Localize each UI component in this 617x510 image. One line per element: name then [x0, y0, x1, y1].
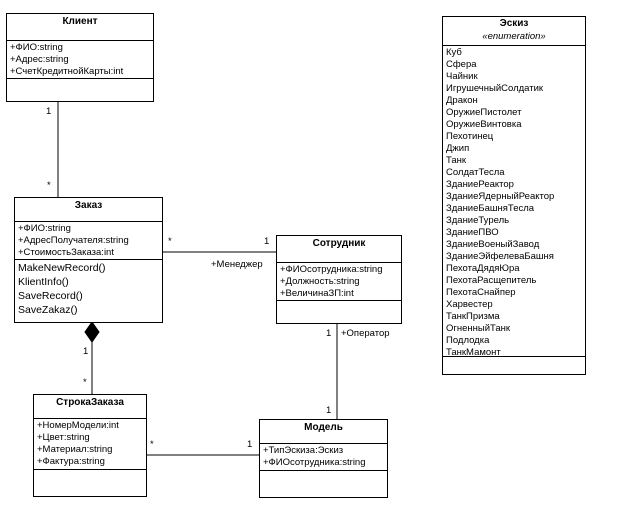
attribute: +ФИО:string — [10, 42, 63, 53]
class-model-operations — [260, 471, 387, 497]
enum-literal: Чайник — [446, 71, 478, 82]
class-sotrudnik[interactable]: Сотрудник +ФИОсотрудника:string +Должнос… — [276, 235, 402, 324]
enum-literal: ЗданиеБашняТесла — [446, 203, 535, 214]
enum-literal: Сфера — [446, 59, 477, 70]
attribute: +ВеличинаЗП:int — [280, 288, 354, 299]
class-klient[interactable]: Клиент +ФИО:string +Адрес:string +СчетКр… — [6, 13, 154, 102]
class-model[interactable]: Модель +ТипЭскиза:Эскиз +ФИОсотрудника:s… — [259, 419, 388, 498]
enum-literal: Подлодка — [446, 335, 490, 346]
attribute: +Цвет:string — [37, 432, 90, 443]
enum-literal: СолдатТесла — [446, 167, 505, 178]
enum-literal: ОгненныйТанк — [446, 323, 511, 334]
class-stroka-zakaza[interactable]: СтрокаЗаказа +НомерМодели:int +Цвет:stri… — [33, 394, 147, 497]
attribute: +ТипЭскиза:Эскиз — [263, 445, 344, 456]
multiplicity-zakaz-sotrudnik-many: * — [168, 236, 172, 247]
attribute: +АдресПолучателя:string — [18, 235, 129, 246]
multiplicity-sotrudnik-model-1b: 1 — [326, 405, 332, 416]
enum-literal: ЗданиеЭйфелеваБашня — [446, 251, 554, 262]
class-eskiz-stereotype: «enumeration» — [482, 31, 546, 42]
role-operator: +Оператор — [341, 328, 390, 339]
class-eskiz-title: Эскиз «enumeration» — [443, 17, 585, 46]
enum-literal: ОружиеПистолет — [446, 107, 522, 118]
attribute: +Фактура:string — [37, 456, 105, 467]
multiplicity-klient-zakaz-1: 1 — [46, 106, 52, 117]
class-zakaz-attributes: +ФИО:string +АдресПолучателя:string +Сто… — [15, 222, 162, 260]
enum-literal: Джип — [446, 143, 470, 154]
multiplicity-klient-zakaz-many: * — [47, 180, 51, 191]
attribute: +ФИОсотрудника:string — [280, 264, 383, 275]
attribute: +ФИОсотрудника:string — [263, 457, 366, 468]
enum-literal: ОружиеВинтовка — [446, 119, 522, 130]
class-stroka-zakaza-attributes: +НомерМодели:int +Цвет:string +Материал:… — [34, 419, 146, 470]
enum-literal: ТанкМамонт — [446, 347, 501, 358]
enum-literal: ЗданиеЯдерныйРеактор — [446, 191, 555, 202]
class-sotrudnik-operations — [277, 301, 401, 323]
class-eskiz-name: Эскиз — [499, 18, 529, 29]
multiplicity-zakaz-sotrudnik-1: 1 — [264, 236, 270, 247]
enum-literal: Танк — [446, 155, 467, 166]
operation: KlientInfo() — [18, 276, 69, 288]
attribute: +СтоимостьЗаказа:int — [18, 247, 114, 258]
enum-literal: ТанкПризма — [446, 311, 500, 322]
operation: SaveZakaz() — [18, 304, 78, 316]
class-zakaz-operations: MakeNewRecord() KlientInfo() SaveRecord(… — [15, 260, 162, 322]
enum-literal: Харвестер — [446, 299, 493, 310]
attribute: +НомерМодели:int — [37, 420, 119, 431]
role-manager: +Менеджер — [211, 259, 263, 270]
enum-literal: ИгрушечныйСолдатик — [446, 83, 544, 94]
class-model-attributes: +ТипЭскиза:Эскиз +ФИОсотрудника:string — [260, 444, 387, 471]
operation: MakeNewRecord() — [18, 262, 106, 274]
operation: SaveRecord() — [18, 290, 83, 302]
class-eskiz-operations — [443, 357, 585, 374]
attribute: +Адрес:string — [10, 54, 69, 65]
class-zakaz-title: Заказ — [15, 198, 162, 222]
multiplicity-zakaz-stroka-1: 1 — [83, 346, 89, 357]
enum-literal: Дракон — [446, 95, 478, 106]
class-zakaz[interactable]: Заказ +ФИО:string +АдресПолучателя:strin… — [14, 197, 163, 323]
enum-literal: ПехотаРасщепитель — [446, 275, 537, 286]
composition-diamond — [84, 321, 100, 343]
enum-literal: ЗданиеРеактор — [446, 179, 514, 190]
enum-literal: ЗданиеВоеныйЗавод — [446, 239, 540, 250]
enum-literal: ЗданиеТурель — [446, 215, 510, 226]
class-sotrudnik-attributes: +ФИОсотрудника:string +Должность:string … — [277, 263, 401, 301]
class-eskiz-literals: Куб Сфера Чайник ИгрушечныйСолдатик Драк… — [443, 46, 585, 358]
enum-literal: Пехотинец — [446, 131, 494, 142]
enum-literal: ПехотаДядяЮра — [446, 263, 520, 274]
class-klient-attributes: +ФИО:string +Адрес:string +СчетКредитной… — [7, 41, 153, 79]
class-stroka-zakaza-title: СтрокаЗаказа — [34, 395, 146, 419]
attribute: +Должность:string — [280, 276, 360, 287]
class-klient-operations — [7, 79, 153, 101]
class-sotrudnik-title: Сотрудник — [277, 236, 401, 263]
attribute: +Материал:string — [37, 444, 113, 455]
attribute: +ФИО:string — [18, 223, 71, 234]
multiplicity-sotrudnik-model-1: 1 — [326, 328, 332, 339]
attribute: +СчетКредитнойКарты:int — [10, 66, 124, 77]
multiplicity-zakaz-stroka-many: * — [83, 377, 87, 388]
multiplicity-stroka-model-many: * — [150, 439, 154, 450]
enum-literal: Куб — [446, 47, 462, 58]
class-stroka-zakaza-operations — [34, 470, 146, 496]
class-klient-title: Клиент — [7, 14, 153, 41]
class-eskiz[interactable]: Эскиз «enumeration» Куб Сфера Чайник Игр… — [442, 16, 586, 375]
enum-literal: ЗданиеПВО — [446, 227, 499, 238]
multiplicity-stroka-model-1: 1 — [247, 439, 253, 450]
enum-literal: ПехотаСнайпер — [446, 287, 516, 298]
class-model-title: Модель — [260, 420, 387, 444]
